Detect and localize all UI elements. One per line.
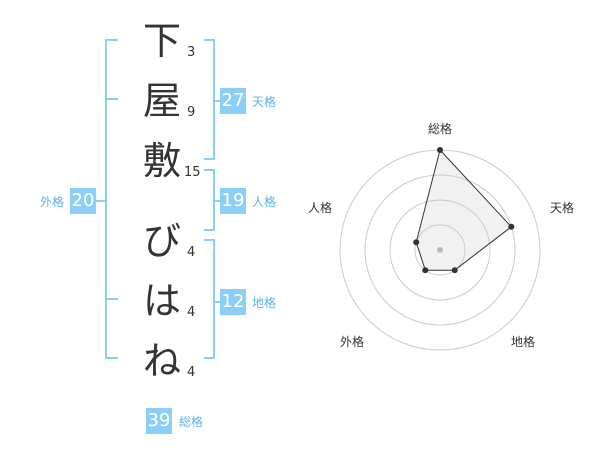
radar-point-5 — [413, 239, 420, 246]
axis-label-chikaku: 地格 — [511, 335, 536, 349]
name-char-1: 下 — [142, 19, 181, 63]
chikaku-value-badge: 12 — [220, 289, 246, 315]
name-char-2: 屋 — [142, 79, 181, 123]
tenkaku-label: 天格 — [252, 95, 277, 109]
stroke-count-4: 4 — [187, 245, 196, 260]
radar-series-area — [415, 148, 513, 271]
gaikaku-label: 外格 — [40, 195, 65, 209]
name-char-3: 敷 — [142, 139, 181, 183]
chikaku-label: 地格 — [252, 296, 277, 310]
jinkaku-label: 人格 — [252, 195, 277, 209]
gaikaku-value-badge: 20 — [70, 188, 96, 214]
name-char-6: ね — [142, 339, 181, 383]
radar-point-1 — [437, 147, 443, 153]
gaikaku-bracket — [96, 39, 118, 359]
axis-label-gaikaku: 外格 — [340, 335, 365, 349]
name-char-4: び — [142, 219, 181, 263]
radar-point-3 — [451, 267, 458, 274]
radar-point-4 — [422, 267, 429, 274]
axis-label-soukaku: 総格 — [428, 122, 453, 136]
axis-label-tenkaku: 天格 — [550, 201, 575, 215]
stroke-count-1: 3 — [187, 45, 196, 60]
stroke-count-2: 9 — [187, 105, 196, 120]
stroke-count-5: 4 — [187, 305, 196, 320]
jinkaku-value-badge: 19 — [220, 188, 246, 214]
radar-center-point — [437, 247, 443, 253]
name-char-5: は — [142, 279, 181, 323]
radar-ring-1 — [414, 224, 466, 276]
tenkaku-bracket — [204, 39, 215, 160]
chikaku-bracket — [204, 239, 215, 359]
radar-ring-2 — [389, 199, 491, 301]
radar-ring-3 — [364, 174, 516, 326]
soukaku-label: 総格 — [179, 415, 204, 429]
axis-label-jinkaku: 人格 — [308, 201, 333, 215]
radar-point-2 — [508, 223, 515, 230]
tenkaku-value-badge: 27 — [220, 88, 246, 114]
stroke-count-6: 4 — [187, 365, 196, 380]
stroke-count-3: 15 — [184, 165, 201, 180]
soukaku-value-badge: 39 — [146, 408, 172, 434]
